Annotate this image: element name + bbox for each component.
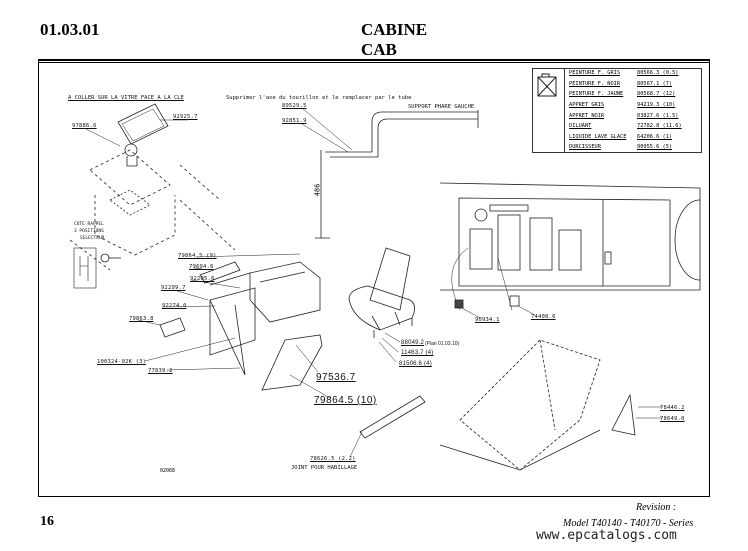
paint-name: DILUANT	[569, 123, 592, 130]
selector-note-1: COTE RAPPEL	[74, 222, 104, 227]
frame-double-line	[38, 62, 710, 63]
part-label: 78626.5 (2.2)	[310, 456, 356, 462]
floor-mat-drawing	[439, 339, 636, 471]
drawing-id: 02068	[160, 468, 176, 474]
paint-row: APPRET GRIS 94219.3 (10)	[565, 100, 702, 111]
part-label: 79694.6	[189, 264, 214, 270]
part-label: 79863.8	[129, 316, 154, 322]
paint-name: APPRET NOIR	[569, 112, 605, 119]
website-watermark: www.epcatalogs.com	[536, 528, 677, 543]
paint-name: PEINTURE F. JAUNE	[569, 91, 624, 98]
page-title: CABINE CAB	[361, 20, 427, 60]
paint-ref: 72782.8 (11.6)	[637, 123, 682, 130]
part-label: 92274.0	[162, 303, 187, 309]
paint-table-rows: PEINTURE F. GRIS 80566.3 (0.5) PEINTURE F…	[564, 68, 702, 153]
part-label: 92299.7	[161, 285, 186, 291]
part-label: 79864.5 (9)	[178, 253, 217, 259]
part-label: 78649.0	[660, 416, 685, 422]
dimension-label: 486	[313, 183, 322, 197]
part-label: 100324-02K (3)	[97, 359, 147, 365]
part-label: 11463.7 (4)	[401, 350, 434, 356]
paint-ref: 03827.6 (1.5)	[637, 112, 679, 119]
paint-row: DURCISSEUR 90955.6 (5)	[565, 142, 702, 153]
paint-name: PEINTURE F. GRIS	[569, 70, 621, 77]
paint-ref: 90955.6 (5)	[637, 144, 673, 151]
section-code: 01.03.01	[40, 20, 100, 39]
seal-note: JOINT POUR HABILLAGE	[291, 465, 358, 471]
drawing-frame	[38, 59, 710, 497]
paint-row: PEINTURE F. GRIS 80566.3 (0.5)	[565, 68, 702, 79]
paint-table	[532, 68, 702, 153]
lamp-support-tube-drawing	[315, 110, 479, 239]
title-french: CABINE	[361, 20, 428, 39]
part-label: 89529.5	[282, 103, 307, 109]
part-label: 92851.9	[282, 118, 307, 124]
paint-ref: 80567.1 (7)	[637, 80, 673, 87]
paint-name: DURCISSEUR	[569, 144, 601, 151]
paint-row: PEINTURE F. NOIR 80567.1 (7)	[565, 79, 702, 90]
paint-can-icon	[537, 73, 557, 97]
part-label: 92925.7	[173, 114, 198, 120]
paint-ref: 94219.3 (10)	[637, 102, 676, 109]
paint-row: APPRET NOIR 03827.6 (1.5)	[565, 110, 702, 121]
paint-ref: 80566.3 (0.5)	[637, 70, 679, 77]
paint-name: LIQUIDE LAVE GLACE	[569, 133, 627, 140]
part-label: 90934.1	[475, 317, 500, 323]
lamp-support-note: SUPPORT PHARE GAUCHE	[408, 104, 475, 110]
sticker-note: A COLLER SUR LA VITRE FACE A LA CLE	[68, 95, 184, 101]
paint-name: APPRET GRIS	[569, 102, 605, 109]
part-label: 74408.6	[531, 314, 556, 320]
part-label: 78446.2	[660, 405, 685, 411]
paint-ref: 80568.7 (12)	[637, 91, 676, 98]
part-label-note: (Plan 01.03.10)	[425, 341, 460, 347]
revision-label: Revision :	[636, 502, 677, 513]
paint-ref: 64206.6 (1)	[637, 133, 673, 140]
selector-note-3: SELECTEUR	[80, 236, 105, 241]
part-label: 77839.2	[148, 368, 173, 374]
seal-strip-drawing	[359, 395, 426, 439]
part-label: 97886.6	[72, 123, 97, 129]
part-label: 79864.5 (10)	[314, 395, 377, 406]
part-label: 81506.6 (4)	[399, 361, 432, 367]
axle-note: Supprimer l'axe du tourillon et le rempl…	[226, 95, 412, 101]
key-panel-drawing	[69, 103, 236, 289]
selector-note-2: 3 POSITIONS	[74, 229, 104, 234]
part-label: 88049.2	[401, 340, 425, 346]
model-label: Model T40140 - T40170 - Series	[563, 518, 694, 529]
paint-name: PEINTURE F. NOIR	[569, 80, 621, 87]
dashboard-drawing	[439, 182, 701, 291]
paint-row: PEINTURE F. JAUNE 80568.7 (12)	[565, 89, 702, 100]
paint-row: LIQUIDE LAVE GLACE 64206.6 (1)	[565, 132, 702, 143]
seat-drawing	[348, 247, 415, 338]
paint-row: DILUANT 72782.8 (11.6)	[565, 121, 702, 132]
part-label: 97536.7	[316, 372, 356, 383]
page-number: 16	[40, 514, 54, 529]
part-label: 92205.6	[190, 276, 215, 282]
side-console-drawing	[159, 261, 323, 391]
title-english: CAB	[361, 40, 397, 59]
